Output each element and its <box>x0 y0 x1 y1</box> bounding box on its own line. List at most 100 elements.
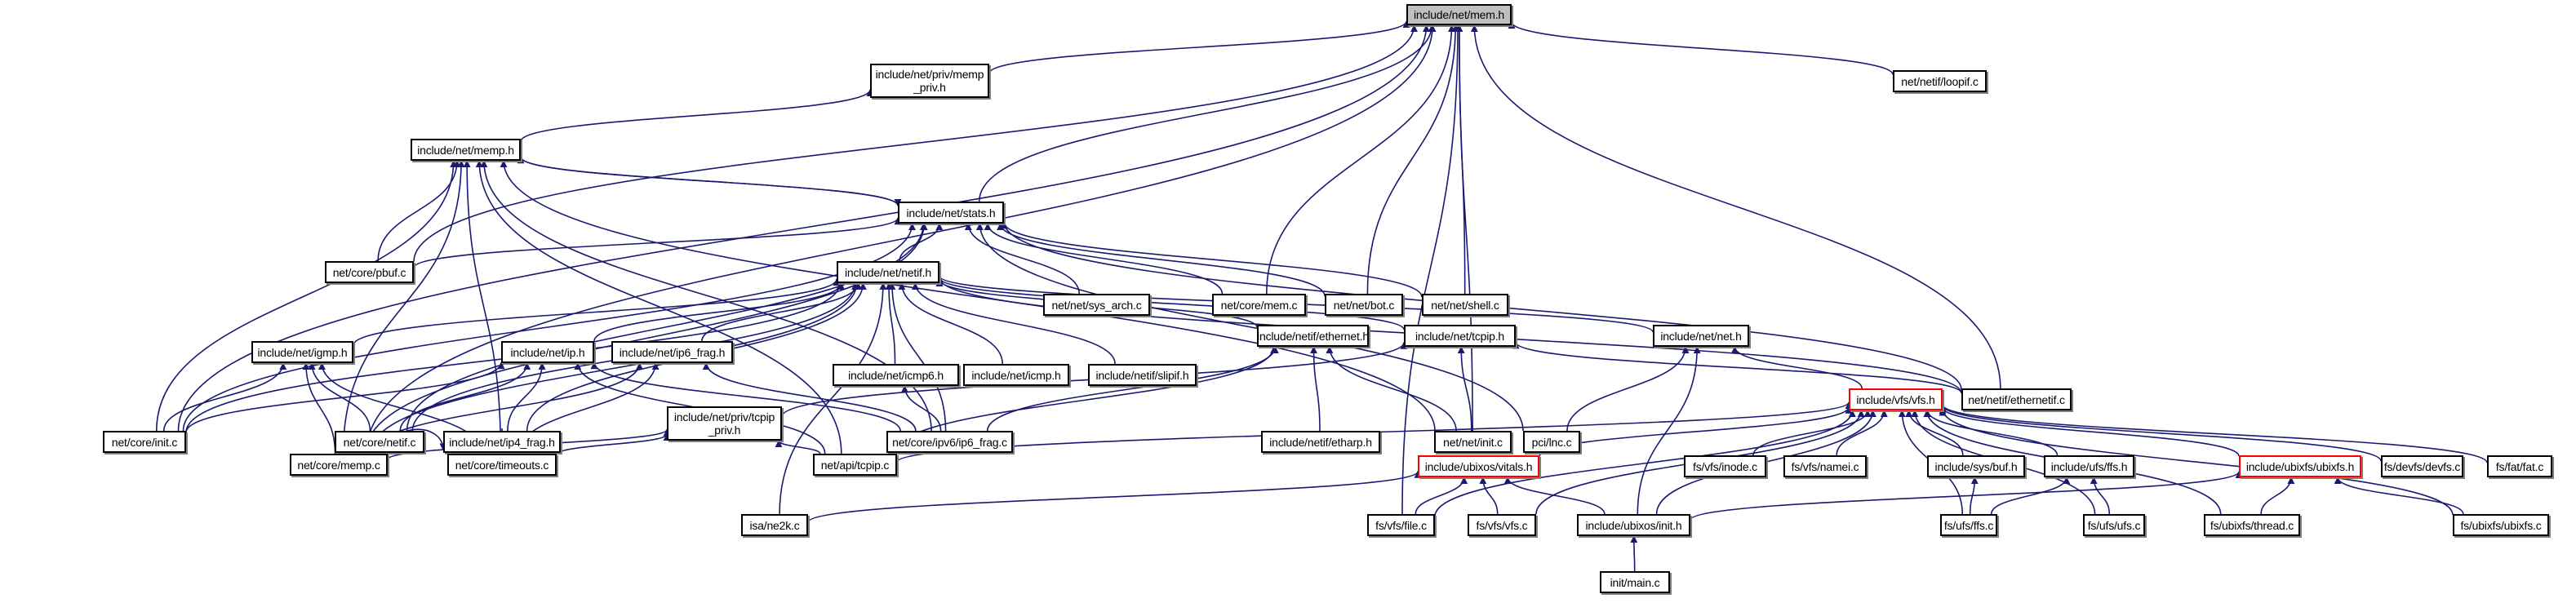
graph-node-label: init/main.c <box>1610 575 1660 589</box>
graph-node-slipif-h[interactable]: include/netif/slipif.h <box>1088 364 1197 386</box>
edge-lnc-c-to-stats-h <box>975 223 1524 432</box>
graph-node-igmp-h[interactable]: include/net/igmp.h <box>251 341 353 363</box>
edge-file-c-to-vitals-h <box>1415 477 1468 515</box>
graph-node-icmp-h[interactable]: include/net/icmp.h <box>963 364 1069 386</box>
graph-node-vitals-h[interactable]: include/ubixos/vitals.h <box>1418 455 1539 477</box>
graph-node-label: include/net/stats.h <box>906 206 996 219</box>
graph-node-lnc-c[interactable]: pci/lnc.c <box>1523 431 1580 453</box>
edge-loopif-c-to-mem-h <box>1508 21 1894 75</box>
graph-node-vfs-c[interactable]: fs/vfs/vfs.c <box>1468 514 1536 536</box>
edge-core-init-c-to-memp-h <box>156 160 458 432</box>
graph-node-ip4-frag-h[interactable]: include/net/ip4_frag.h <box>443 431 561 453</box>
edge-net-init-c-to-tcpip-h <box>1457 346 1472 432</box>
graph-node-thread-c[interactable]: fs/ubixfs/thread.c <box>2204 514 2300 536</box>
graph-node-label: include/net/ip6_frag.h <box>619 345 726 359</box>
edge-fat-c-to-vfs-h <box>1939 403 2488 463</box>
graph-node-shell-c[interactable]: net/net/shell.c <box>1422 294 1508 316</box>
graph-node-label: include/net/priv/memp _priv.h <box>875 68 984 94</box>
graph-node-net-h[interactable]: include/net/net.h <box>1653 325 1749 347</box>
graph-node-memp-h[interactable]: include/net/memp.h <box>411 139 521 161</box>
edge-memp-c-to-netif-h <box>369 282 860 454</box>
graph-node-file-c[interactable]: fs/vfs/file.c <box>1367 514 1435 536</box>
graph-node-ne2k-c[interactable]: isa/ne2k.c <box>741 514 808 536</box>
edge-bot-c-to-stats-h <box>997 223 1326 296</box>
graph-node-memp-priv-h[interactable]: include/net/priv/memp _priv.h <box>870 64 989 98</box>
graph-node-ffs-c[interactable]: fs/ufs/ffs.c <box>1940 514 1997 536</box>
graph-node-label: net/core/init.c <box>111 435 178 449</box>
edge-inode-c-to-vfs-h <box>1752 410 1872 456</box>
graph-node-memp-c[interactable]: net/core/memp.c <box>290 454 388 476</box>
graph-node-bot-c[interactable]: net/net/bot.c <box>1325 294 1403 316</box>
edge-netif-c-to-igmp-h <box>308 362 371 432</box>
graph-node-pbuf-c[interactable]: net/core/pbuf.c <box>325 261 414 283</box>
edge-lnc-c-to-net-h <box>1566 346 1690 432</box>
graph-node-label: include/net/netif.h <box>845 265 931 279</box>
graph-node-ubixos-init-h[interactable]: include/ubixos/init.h <box>1577 514 1690 536</box>
graph-node-ubixfs-c[interactable]: fs/ubixfs/ubixfs.c <box>2453 514 2549 536</box>
edge-ip6-frag-h-to-netif-h <box>701 282 863 342</box>
edge-memp-c-to-memp-h <box>342 160 465 454</box>
graph-node-buf-h[interactable]: include/sys/buf.h <box>1927 455 2025 477</box>
graph-node-label: net/core/pbuf.c <box>332 265 406 279</box>
graph-node-label: fs/ubixfs/ubixfs.c <box>2460 518 2542 532</box>
graph-node-namei-c[interactable]: fs/vfs/namei.c <box>1783 455 1867 477</box>
edge-ip6-frag-c-to-memp-h <box>480 160 932 432</box>
graph-node-netif-c[interactable]: net/core/netif.c <box>335 431 424 453</box>
edge-thread-c-to-ubixfs-h <box>2260 477 2295 515</box>
edge-net-init-c-to-memp-h <box>500 160 1436 432</box>
graph-node-timeouts-c[interactable]: net/core/timeouts.c <box>447 454 557 476</box>
edge-vfs-h-to-net-h <box>1730 346 1863 389</box>
graph-node-net-init-c[interactable]: net/net/init.c <box>1434 431 1512 453</box>
graph-node-label: net/core/ipv6/ip6_frag.c <box>892 435 1007 449</box>
graph-node-icmp6-h[interactable]: include/net/icmp6.h <box>833 364 959 386</box>
graph-node-tcpip-priv-h[interactable]: include/net/priv/tcpip _priv.h <box>667 406 782 441</box>
graph-node-loopif-c[interactable]: net/netif/loopif.c <box>1893 70 1987 92</box>
graph-node-main-c[interactable]: init/main.c <box>1600 571 1670 593</box>
edge-bot-c-to-mem-h <box>1366 24 1459 295</box>
edge-ubixfs-c-to-ubixfs-h <box>2334 477 2464 515</box>
graph-node-label: net/netif/loopif.c <box>1901 74 1979 88</box>
graph-node-tcpip-h[interactable]: include/net/tcpip.h <box>1404 325 1516 347</box>
graph-node-label: net/core/timeouts.c <box>455 458 549 472</box>
graph-node-label: fs/ubixfs/thread.c <box>2210 518 2294 532</box>
graph-node-etharp-h[interactable]: include/netif/etharp.h <box>1261 431 1380 453</box>
graph-node-netif-h[interactable]: include/net/netif.h <box>837 261 939 283</box>
edge-vfs-c-to-vitals-h <box>1479 477 1499 515</box>
graph-node-ip6-frag-h[interactable]: include/net/ip6_frag.h <box>611 341 733 363</box>
graph-node-label: net/netif/ethernetif.c <box>1968 392 2065 406</box>
graph-node-ip6-frag-c[interactable]: net/core/ipv6/ip6_frag.c <box>886 431 1013 453</box>
graph-node-ethernet-h[interactable]: include/netif/ethernet.h <box>1257 325 1369 347</box>
graph-node-label: net/net/shell.c <box>1431 298 1499 312</box>
graph-node-mem-c[interactable]: net/core/mem.c <box>1212 294 1306 316</box>
graph-node-ubixfs-h[interactable]: include/ubixfs/ubixfs.h <box>2239 455 2361 477</box>
graph-node-inode-c[interactable]: fs/vfs/inode.c <box>1684 455 1766 477</box>
edge-ubixfs-h-to-vfs-h <box>1939 406 2240 457</box>
graph-node-ufs-c[interactable]: fs/ufs/ufs.c <box>2083 514 2145 536</box>
graph-node-label: include/net/priv/tcpip _priv.h <box>673 410 775 437</box>
graph-node-core-init-c[interactable]: net/core/init.c <box>103 431 186 453</box>
edge-mem-c-to-stats-h <box>984 223 1224 295</box>
edge-igmp-h-to-netif-h <box>353 278 841 346</box>
graph-node-label: include/net/icmp.h <box>971 368 1061 382</box>
graph-node-label: fs/ufs/ffs.c <box>1943 518 1994 532</box>
graph-node-fat-c[interactable]: fs/fat/fat.c <box>2487 455 2552 477</box>
graph-node-vfs-h[interactable]: include/vfs/vfs.h <box>1849 388 1943 410</box>
graph-node-devfs-c[interactable]: fs/devfs/devfs.c <box>2381 455 2463 477</box>
graph-node-tcpip-c[interactable]: net/api/tcpip.c <box>813 454 897 476</box>
graph-node-label: fs/vfs/namei.c <box>1791 459 1859 473</box>
edge-memp-priv-h-to-mem-h <box>988 20 1410 74</box>
graph-node-label: include/sys/buf.h <box>1934 459 2018 473</box>
graph-node-stats-h[interactable]: include/net/stats.h <box>898 202 1004 224</box>
graph-node-label: include/net/mem.h <box>1414 8 1504 21</box>
edge-ip-h-to-netif-h <box>593 282 846 342</box>
graph-node-sys-arch-c[interactable]: net/net/sys_arch.c <box>1043 294 1150 316</box>
edge-file-c-to-mem-h <box>1401 24 1462 515</box>
graph-node-ip-h[interactable]: include/net/ip.h <box>501 341 594 363</box>
graph-node-mem-h[interactable]: include/net/mem.h <box>1406 4 1512 25</box>
graph-node-label: fs/ufs/ufs.c <box>2087 518 2141 532</box>
graph-node-ethernetif-c[interactable]: net/netif/ethernetif.c <box>1961 388 2072 410</box>
graph-node-label: include/net/icmp6.h <box>848 368 944 382</box>
graph-node-ffs-h[interactable]: include/ufs/ffs.h <box>2044 455 2134 477</box>
graph-node-label: isa/ne2k.c <box>749 518 800 532</box>
edge-pbuf-c-to-memp-h <box>377 160 461 262</box>
